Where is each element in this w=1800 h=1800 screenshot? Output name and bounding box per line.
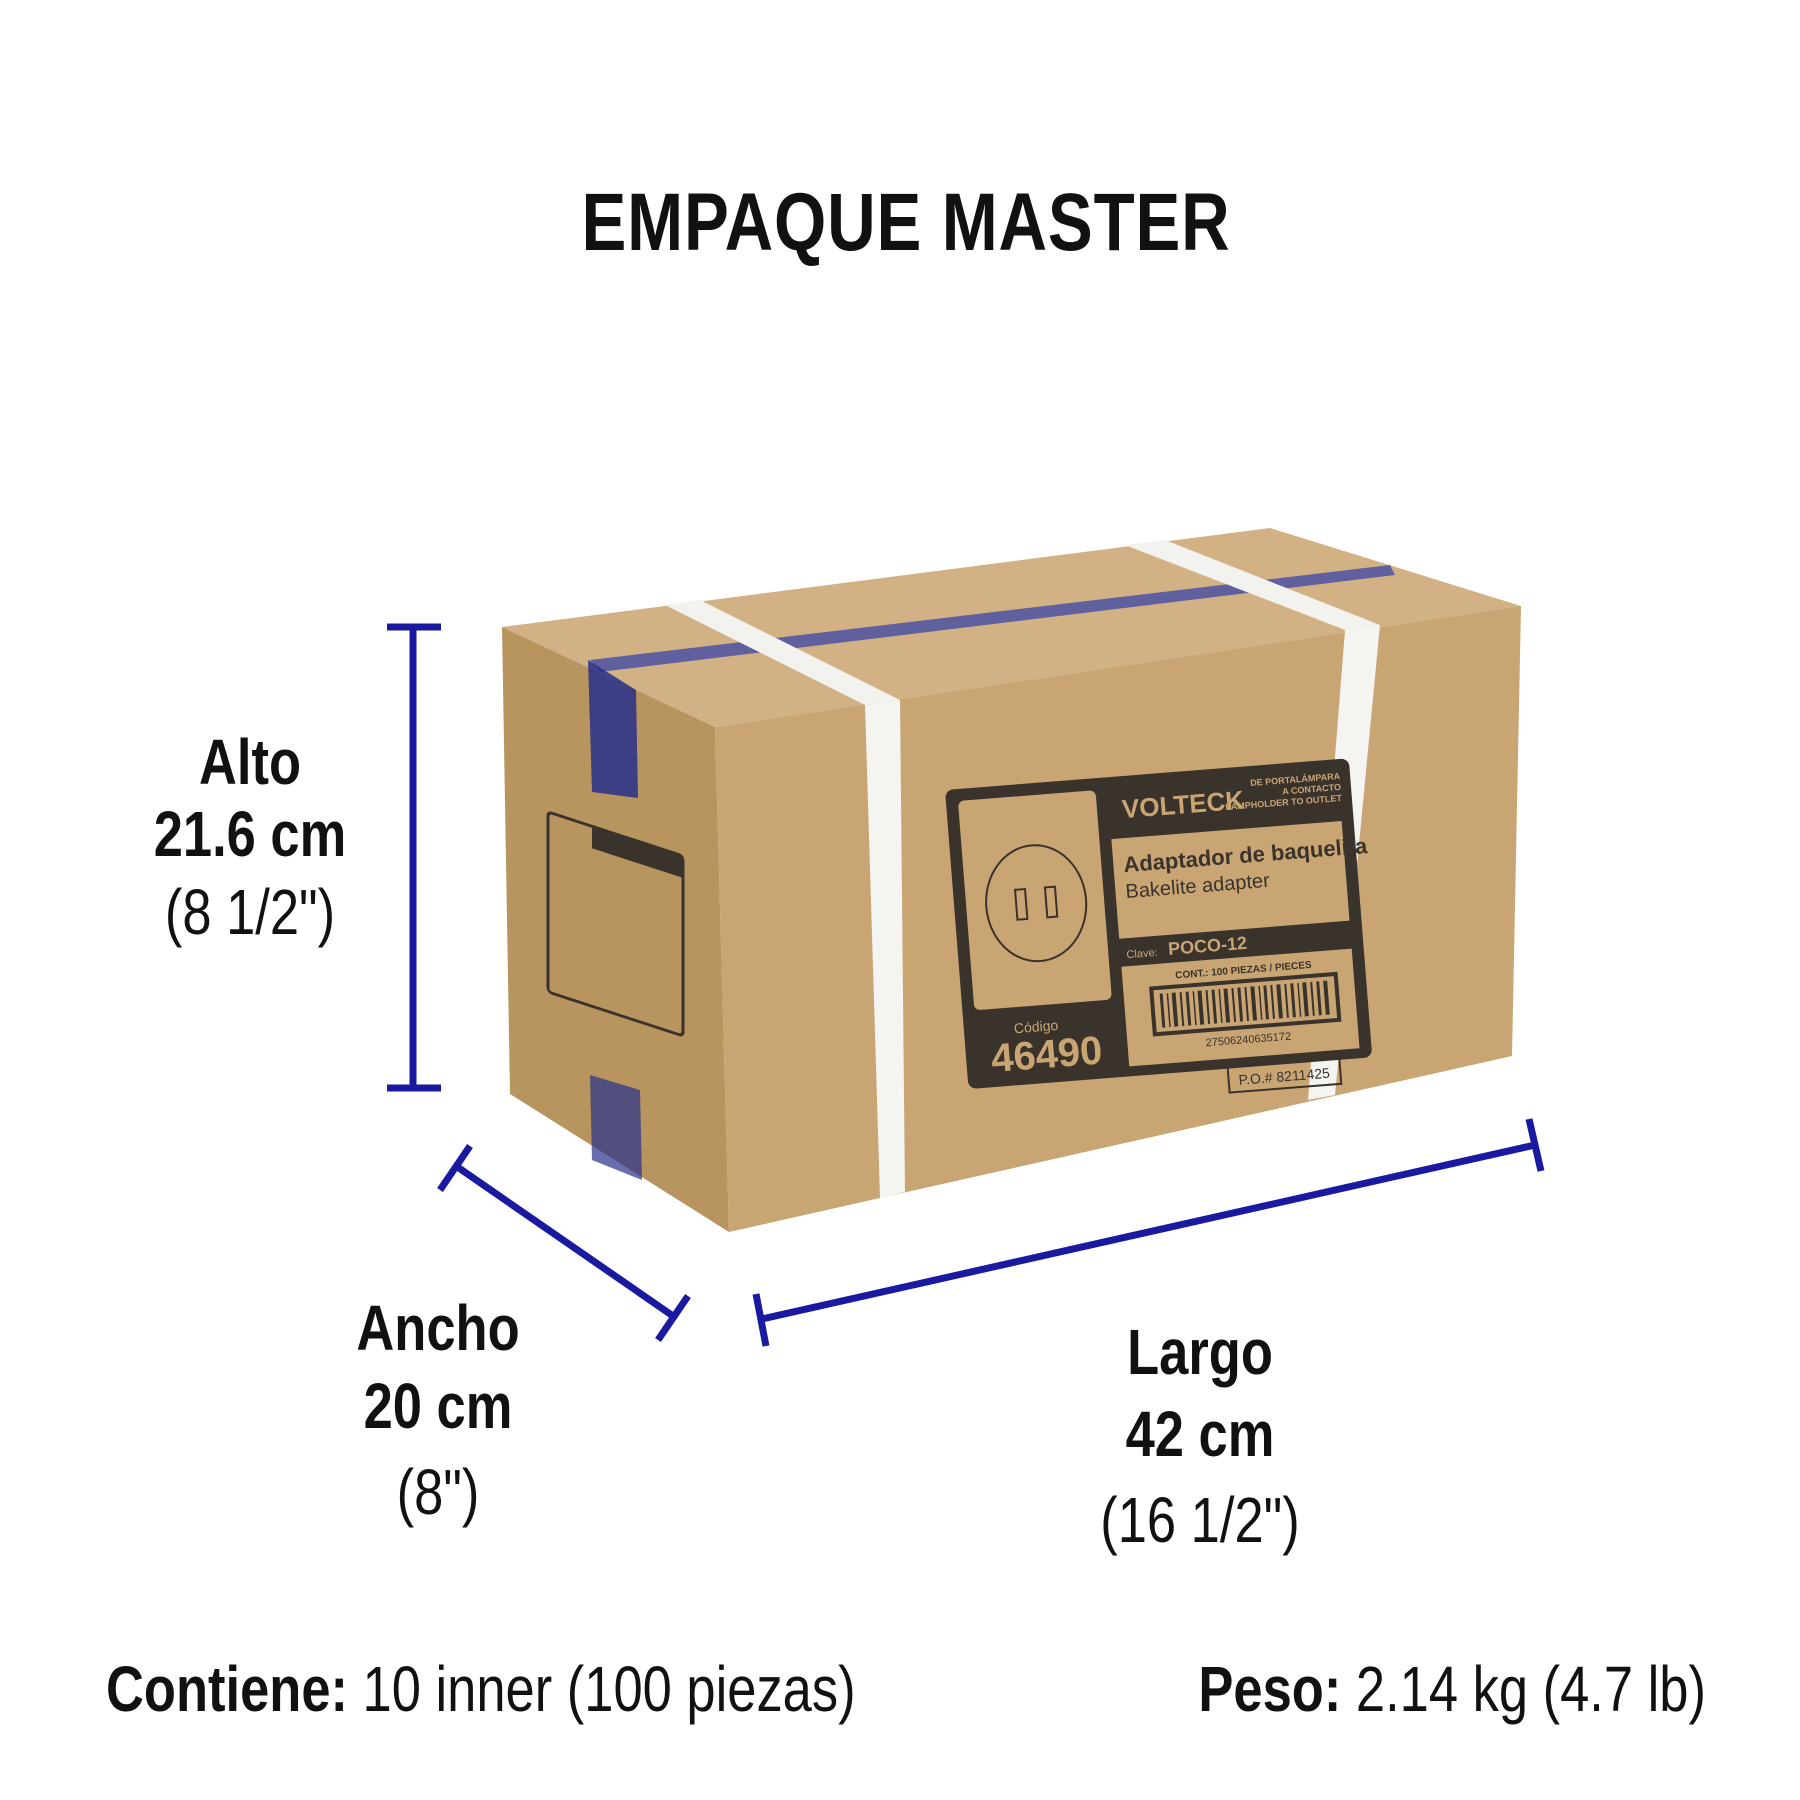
contents-info: Contiene: 10 inner (100 piezas) [106, 1653, 856, 1725]
svg-text:P.O.# 8211425: P.O.# 8211425 [1238, 1065, 1331, 1088]
strap [665, 600, 900, 705]
strap [865, 700, 905, 1198]
width-dimension-line [437, 1144, 691, 1342]
svg-text:46490: 46490 [990, 1029, 1104, 1082]
tape-side [588, 660, 638, 798]
length-dimension-line [752, 1118, 1545, 1347]
tape [590, 565, 1395, 672]
page-title: EMPAQUE MASTER [581, 177, 1231, 268]
side-label [546, 811, 685, 1037]
height-dimension-line [387, 623, 441, 1092]
product-label: VOLTECK DE PORTALÁMPARA A CONTACTO LAMPH… [945, 758, 1372, 1094]
svg-text:Código: Código [1013, 1017, 1059, 1036]
strap [1125, 540, 1380, 630]
width-label: Ancho 20 cm (8") [356, 1292, 520, 1528]
height-label: Alto 21.6 cm (8 1/2") [153, 726, 347, 948]
box-side-face [502, 627, 729, 1232]
svg-text:A CONTACTO: A CONTACTO [1282, 782, 1341, 797]
svg-text:Clave:: Clave: [1126, 947, 1158, 961]
tape-side-bottom [590, 1075, 642, 1180]
length-label: Largo 42 cm (16 1/2") [1100, 1316, 1300, 1556]
weight-info: Peso: 2.14 kg (4.7 lb) [1198, 1653, 1706, 1725]
box-top-face [502, 528, 1521, 727]
barcode [1159, 980, 1330, 1028]
